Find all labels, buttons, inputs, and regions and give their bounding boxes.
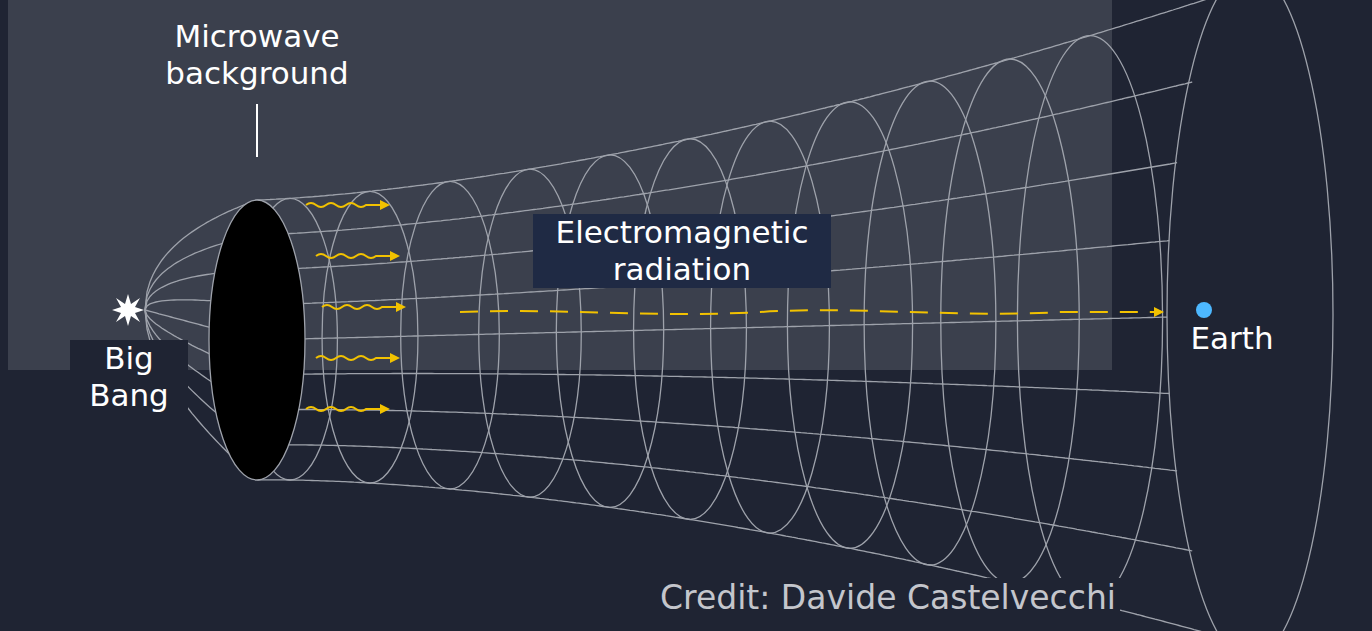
grid-line — [145, 82, 1192, 310]
radiation-label: Electromagnetic radiation — [533, 214, 831, 288]
microwave-background-disc — [209, 200, 305, 480]
credit-note: Credit: Davide Castelvecchi — [656, 578, 1120, 618]
spacetime-grid — [145, 0, 1333, 631]
earth-dot — [1196, 302, 1212, 318]
origin-label: Big Bang — [70, 340, 188, 414]
region-label: Microwave background — [138, 18, 376, 92]
leader-line — [256, 104, 258, 157]
earth-label: Earth — [1186, 320, 1277, 357]
radiation-waves — [306, 203, 404, 411]
big-bang-star — [112, 294, 144, 326]
grid-line — [145, 310, 1226, 631]
far-ring — [1167, 0, 1333, 631]
light-path — [460, 310, 1162, 314]
highlight-panel — [8, 0, 1112, 370]
